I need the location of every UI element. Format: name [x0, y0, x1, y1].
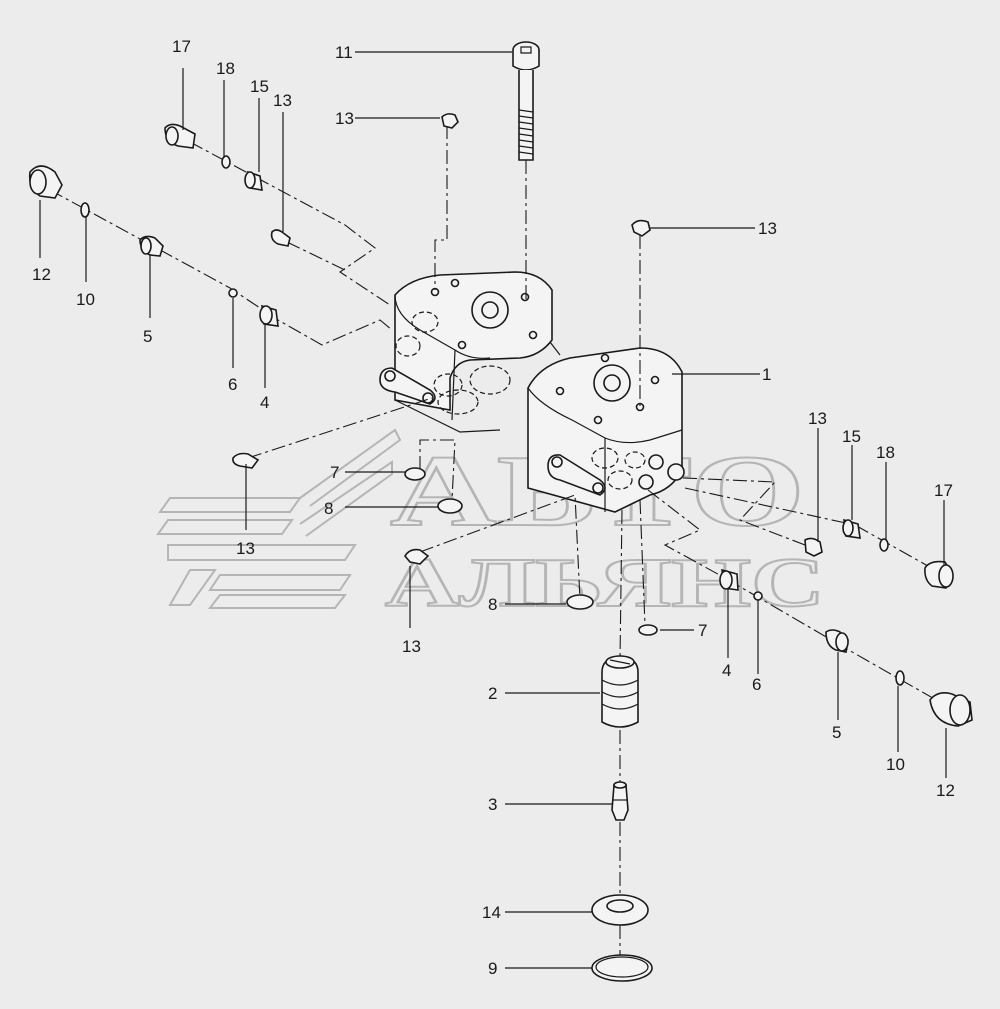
- callout-13-mid: 13: [402, 637, 421, 656]
- callout-13-left-a: 13: [273, 91, 292, 110]
- callout-14: 14: [482, 903, 501, 922]
- plug-17-left: [164, 123, 196, 149]
- callout-2: 2: [488, 684, 497, 703]
- bolt-11: [512, 41, 540, 161]
- callout-12-right: 12: [936, 781, 955, 800]
- callout-5-right: 5: [832, 723, 841, 742]
- assembly-lines: [49, 125, 946, 960]
- o-ring-7-left: [404, 467, 426, 481]
- parts-right: [566, 219, 973, 727]
- callout-13-top-left: 13: [335, 109, 354, 128]
- callout-17-right: 17: [934, 481, 953, 500]
- watermark-text-line2: АЛЬЯНС: [385, 545, 825, 622]
- callout-labels: 17 18 15 13 12 10 5 6 4 13 13 11 13 1 7 …: [32, 37, 955, 978]
- leader-lines: [39, 51, 947, 969]
- o-ring-10-left: [80, 202, 90, 218]
- o-ring-8-left: [437, 498, 463, 514]
- spool-2: [601, 655, 639, 728]
- valve-body-left: [379, 271, 553, 433]
- watermark-logo: АВТО АЛЬЯНС: [156, 428, 826, 623]
- callout-5-left: 5: [143, 327, 152, 346]
- callout-6-left: 6: [228, 375, 237, 394]
- parts-bottom: [591, 655, 653, 982]
- plug-17-right: [924, 560, 954, 589]
- callout-13-right: 13: [808, 409, 827, 428]
- o-ring-10-right: [895, 670, 905, 686]
- callout-7-right: 7: [698, 621, 707, 640]
- screw-13-left-upper: [270, 229, 291, 247]
- watermark-emblem: [156, 428, 402, 609]
- washer-14: [591, 894, 649, 926]
- pin-3: [611, 781, 629, 821]
- o-ring-8-right: [566, 594, 594, 610]
- callout-13-left-b: 13: [236, 539, 255, 558]
- screw-13-left-lower: [232, 452, 260, 469]
- callout-4-right: 4: [722, 661, 731, 680]
- sleeve-4-right: [719, 568, 739, 591]
- sleeve-15-right: [842, 518, 861, 539]
- callout-7-left: 7: [330, 463, 339, 482]
- o-ring-7-right: [638, 624, 658, 636]
- o-ring-18-right: [879, 538, 889, 552]
- callout-13-top-right: 13: [758, 219, 777, 238]
- o-ring-9: [591, 954, 653, 982]
- callout-18-left: 18: [216, 59, 235, 78]
- screw-13-mid: [404, 548, 430, 565]
- plug-12-right: [929, 692, 973, 727]
- callout-8-left: 8: [324, 499, 333, 518]
- screw-13-top-left: [441, 113, 459, 129]
- callout-6-right: 6: [752, 675, 761, 694]
- valve-body-right: [527, 341, 685, 513]
- plug-12-left: [28, 165, 63, 199]
- valve-seat-5-right: [825, 629, 849, 653]
- callout-18-right: 18: [876, 443, 895, 462]
- callout-11: 11: [335, 43, 353, 62]
- screw-13-right: [804, 537, 823, 557]
- callout-8-right: 8: [488, 595, 497, 614]
- screw-13-top-right: [631, 219, 651, 237]
- o-ring-18-left: [221, 155, 231, 169]
- callout-15-left: 15: [250, 77, 269, 96]
- callout-9: 9: [488, 959, 497, 978]
- callout-3: 3: [488, 795, 497, 814]
- ball-6-left: [228, 288, 238, 298]
- ball-6-right: [753, 591, 763, 601]
- sleeve-4-left: [259, 304, 279, 327]
- callout-10-left: 10: [76, 290, 95, 309]
- callout-4-left: 4: [260, 393, 269, 412]
- callout-1: 1: [762, 365, 771, 384]
- callout-15-right: 15: [842, 427, 861, 446]
- sleeve-15-left: [244, 170, 263, 191]
- callout-10-right: 10: [886, 755, 905, 774]
- callout-12-left: 12: [32, 265, 51, 284]
- callout-17-left: 17: [172, 37, 191, 56]
- valve-seat-5-left: [139, 235, 164, 257]
- parts-left: [28, 41, 540, 565]
